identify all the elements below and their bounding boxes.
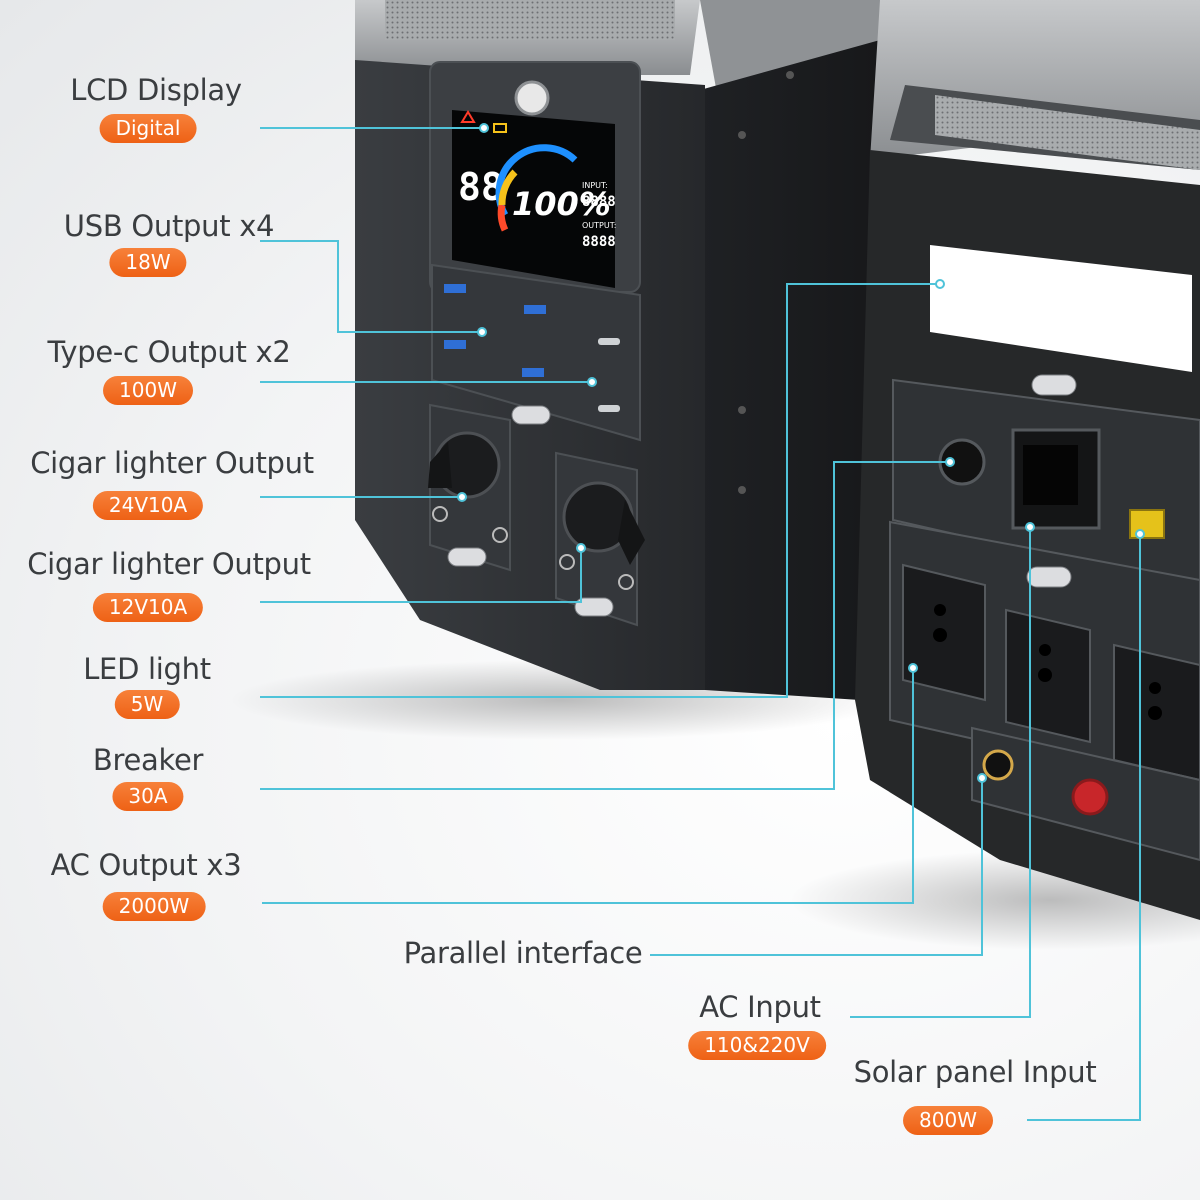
- leader-dot: [977, 773, 987, 783]
- leader-line-ac-output: [262, 668, 914, 904]
- callout-label-lcd-display: LCD Display: [70, 73, 242, 107]
- spec-badge-solar-panel-input: 800W: [903, 1106, 993, 1135]
- side-panel: [700, 40, 880, 700]
- leader-dot: [935, 279, 945, 289]
- leader-dot: [587, 377, 597, 387]
- lcd-input-label: INPUT:: [582, 181, 608, 190]
- ac-switch[interactable]: [1026, 566, 1072, 588]
- lcd-gauge-arc-warn: [497, 204, 509, 232]
- led-indicator: [559, 554, 575, 570]
- leader-dot: [477, 327, 487, 337]
- leader-lines: [260, 127, 1141, 1121]
- screw-icon: [738, 131, 746, 139]
- dc-switch-12v[interactable]: [574, 597, 614, 617]
- lcd-input-digits: 8888: [582, 194, 616, 210]
- callout-label-ac-output: AC Output x3: [50, 848, 242, 882]
- leader-dot: [1025, 522, 1035, 532]
- dc-switch-24v[interactable]: [447, 547, 487, 567]
- screw-icon: [786, 71, 794, 79]
- power-station-front: 88 100% INPUT: 8888 OUTPUT: 8888: [355, 0, 880, 700]
- screw-icon: [738, 486, 746, 494]
- usb-port[interactable]: [524, 305, 546, 314]
- lcd-screen: [452, 110, 615, 288]
- socket-cap: [428, 442, 452, 488]
- led-switch[interactable]: [1031, 374, 1077, 396]
- callout-label-led-light: LED light: [83, 652, 211, 686]
- callout-label-parallel-interface: Parallel interface: [403, 936, 643, 970]
- led-indicator: [618, 574, 634, 590]
- top-mesh-grille: [385, 0, 675, 40]
- outlet-hole: [1148, 706, 1162, 720]
- callout-label-cigar-12v: Cigar lighter Output: [27, 547, 311, 581]
- callout-label-type-c-output: Type-c Output x2: [47, 335, 291, 369]
- leader-dot: [908, 663, 918, 673]
- spec-badge-ac-output: 2000W: [102, 892, 206, 921]
- screw-icon: [738, 406, 746, 414]
- warning-icon: [460, 110, 476, 123]
- leader-line-cigar-12v: [260, 548, 582, 603]
- socket-cap: [618, 500, 645, 565]
- callout-label-cigar-24v: Cigar lighter Output: [30, 446, 314, 480]
- led-indicator: [492, 527, 508, 543]
- callout-label-breaker: Breaker: [92, 743, 204, 777]
- type-c-port[interactable]: [598, 338, 620, 345]
- outlet-hole: [934, 604, 946, 616]
- leader-dots: [457, 123, 1145, 783]
- parallel-port-red[interactable]: [1071, 778, 1109, 816]
- usb-port[interactable]: [522, 368, 544, 377]
- outlet-hole: [1149, 682, 1161, 694]
- leader-line-parallel: [650, 778, 983, 956]
- leader-line-solar: [1027, 534, 1141, 1121]
- leader-dot: [457, 492, 467, 502]
- leader-dot: [1135, 529, 1145, 539]
- spec-badge-led-light: 5W: [114, 690, 180, 719]
- spec-badge-type-c-output: 100W: [103, 376, 193, 405]
- usb-port[interactable]: [444, 340, 466, 349]
- leader-line-usb: [260, 240, 482, 333]
- spec-badge-cigar-12v: 12V10A: [92, 593, 204, 622]
- lcd-output-label: OUTPUT:: [582, 221, 616, 230]
- callout-label-usb-output: USB Output x4: [63, 209, 275, 243]
- leader-dot: [576, 543, 586, 553]
- usb-panel: [431, 263, 641, 442]
- power-button[interactable]: [514, 80, 550, 116]
- leader-line-ac-input: [850, 527, 1031, 1018]
- lcd-gauge-arc-mid: [498, 169, 518, 206]
- spec-badge-cigar-24v: 24V10A: [92, 491, 204, 520]
- outlet-hole: [933, 628, 947, 642]
- outlet-hole: [1038, 668, 1052, 682]
- led-indicator: [432, 506, 448, 522]
- spec-badge-lcd-display: Digital: [99, 114, 197, 143]
- outlet-hole: [1039, 644, 1051, 656]
- power-station-rear: [855, 0, 1200, 920]
- lcd-battery-percent: 100%: [512, 185, 611, 223]
- callout-label-ac-input: AC Input: [699, 990, 821, 1024]
- leader-line-breaker: [260, 461, 950, 790]
- callout-label-solar-panel-input: Solar panel Input: [853, 1055, 1097, 1089]
- led-light-panel[interactable]: [930, 245, 1192, 372]
- leader-dot: [479, 123, 489, 133]
- type-c-port[interactable]: [598, 405, 620, 412]
- usb-port[interactable]: [444, 284, 466, 293]
- leader-dot: [945, 457, 955, 467]
- lcd-output-digits: 8888: [582, 234, 616, 250]
- spec-badge-breaker: 30A: [112, 782, 184, 811]
- usb-switch[interactable]: [511, 405, 551, 425]
- battery-icon: [493, 123, 507, 133]
- spec-badge-usb-output: 18W: [109, 248, 187, 277]
- spec-badge-ac-input: 110&220V: [688, 1031, 826, 1060]
- rear-mesh-grille: [935, 95, 1200, 170]
- ac-input-inner: [1023, 445, 1078, 505]
- leader-line-led: [260, 283, 940, 698]
- parallel-port-black[interactable]: [982, 749, 1014, 781]
